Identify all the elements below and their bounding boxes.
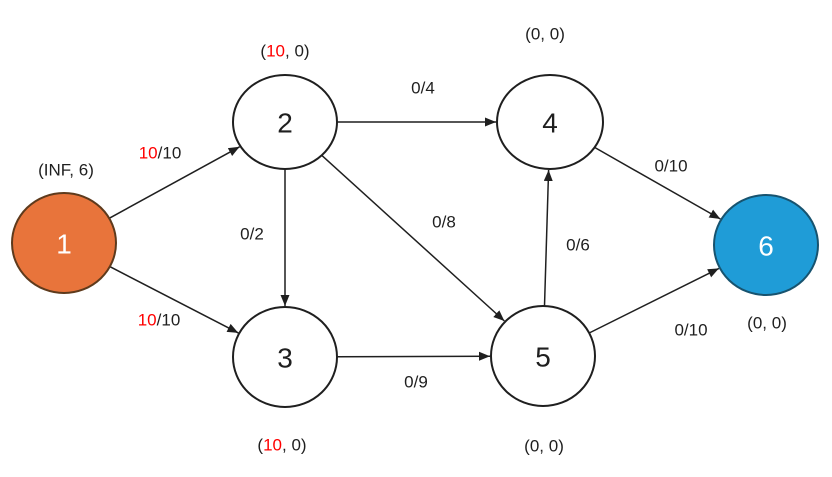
edge-capacity-value: 10 bbox=[162, 143, 182, 163]
edge-1-3-arrow bbox=[109, 265, 239, 334]
edge-flow-value: 0 bbox=[240, 224, 250, 244]
edge-label-separator: / bbox=[156, 310, 162, 330]
edge-label-1-2: 10/10 bbox=[139, 145, 182, 162]
edge-capacity-value: 8 bbox=[446, 212, 456, 232]
node-1-annotation: (INF, 6) bbox=[38, 162, 94, 179]
edge-5-6-arrow bbox=[588, 267, 720, 334]
annotation-open-paren: ( bbox=[525, 24, 531, 44]
node-3-number: 3 bbox=[277, 343, 293, 374]
edge-label-separator: / bbox=[575, 235, 581, 255]
annotation-open-paren: ( bbox=[38, 160, 44, 180]
nodes-layer: 1 2 3 4 5 6 bbox=[11, 74, 819, 408]
node-4-number: 4 bbox=[542, 108, 558, 139]
edge-capacity-value: 9 bbox=[418, 372, 428, 392]
node-4-annotation: (0, 0) bbox=[525, 26, 565, 43]
edge-flow-value: 0 bbox=[432, 212, 442, 232]
annotation-excess-value: 10 bbox=[266, 41, 286, 61]
edge-label-4-6: 0/10 bbox=[654, 158, 687, 175]
edge-capacity-value: 2 bbox=[254, 224, 264, 244]
edge-flow-value: 0 bbox=[404, 372, 414, 392]
node-3-circle bbox=[232, 306, 338, 408]
node-6-annotation: (0, 0) bbox=[747, 315, 787, 332]
edge-capacity-value: 10 bbox=[161, 310, 181, 330]
node-5-annotation: (0, 0) bbox=[524, 438, 564, 455]
node-5-number: 5 bbox=[535, 342, 551, 373]
edge-2-5-arrow bbox=[321, 154, 505, 322]
edge-label-5-4: 0/6 bbox=[566, 237, 590, 254]
annotation-height-value: , 0) bbox=[539, 436, 564, 456]
edge-4-6-arrow bbox=[594, 146, 721, 220]
annotation-open-paren: ( bbox=[747, 313, 753, 333]
edge-capacity-value: 6 bbox=[580, 235, 590, 255]
annotation-open-paren: ( bbox=[260, 41, 267, 61]
annotation-excess-value: 0 bbox=[752, 313, 763, 333]
edge-5-4-arrow bbox=[543, 169, 553, 307]
edge-label-separator: / bbox=[663, 156, 669, 176]
annotation-open-paren: ( bbox=[257, 435, 264, 455]
edge-flow-value: 10 bbox=[137, 310, 157, 330]
edge-capacity-value: 10 bbox=[668, 156, 688, 176]
edge-label-separator: / bbox=[249, 224, 255, 244]
annotation-excess-value: INF bbox=[43, 160, 70, 180]
node-2-annotation: (10, 0) bbox=[260, 43, 309, 60]
node-6-circle bbox=[713, 194, 819, 296]
edge-label-separator: / bbox=[420, 78, 426, 98]
annotation-excess-value: 0 bbox=[530, 24, 541, 44]
edge-label-separator: / bbox=[157, 143, 163, 163]
node-4-circle bbox=[496, 74, 604, 170]
edge-flow-value: 0 bbox=[674, 320, 684, 340]
edge-label-2-5: 0/8 bbox=[432, 214, 456, 231]
annotation-height-value: , 0) bbox=[285, 41, 310, 61]
edges-layer bbox=[108, 117, 721, 361]
edge-flow-value: 0 bbox=[654, 156, 664, 176]
edge-label-1-3: 10/10 bbox=[138, 312, 181, 329]
edge-capacity-value: 10 bbox=[688, 320, 708, 340]
edge-1-2-arrow bbox=[108, 146, 240, 219]
annotation-height-value: , 0) bbox=[762, 313, 787, 333]
node-1-circle bbox=[11, 192, 117, 294]
edge-flow-value: 0 bbox=[566, 235, 576, 255]
node-5-circle bbox=[490, 305, 596, 407]
edge-label-2-3: 0/2 bbox=[240, 226, 264, 243]
node-1-number: 1 bbox=[56, 229, 72, 260]
edge-label-3-5: 0/9 bbox=[404, 374, 428, 391]
annotation-excess-value: 10 bbox=[263, 435, 283, 455]
node-2-number: 2 bbox=[277, 108, 293, 139]
edge-label-5-6: 0/10 bbox=[674, 322, 707, 339]
node-6-number: 6 bbox=[758, 231, 774, 262]
edge-label-2-4: 0/4 bbox=[411, 80, 435, 97]
node-2-circle bbox=[232, 74, 338, 170]
node-3-annotation: (10, 0) bbox=[257, 437, 306, 454]
edge-flow-value: 0 bbox=[411, 78, 421, 98]
annotation-excess-value: 0 bbox=[529, 436, 540, 456]
edge-3-5-arrow bbox=[336, 351, 491, 361]
annotation-height-value: , 6) bbox=[69, 160, 94, 180]
edge-label-separator: / bbox=[441, 212, 447, 232]
annotation-open-paren: ( bbox=[524, 436, 530, 456]
edge-label-separator: / bbox=[413, 372, 419, 392]
annotation-height-value: , 0) bbox=[540, 24, 565, 44]
edge-capacity-value: 4 bbox=[425, 78, 435, 98]
edge-label-separator: / bbox=[683, 320, 689, 340]
edge-flow-value: 10 bbox=[138, 143, 158, 163]
annotation-height-value: , 0) bbox=[282, 435, 307, 455]
